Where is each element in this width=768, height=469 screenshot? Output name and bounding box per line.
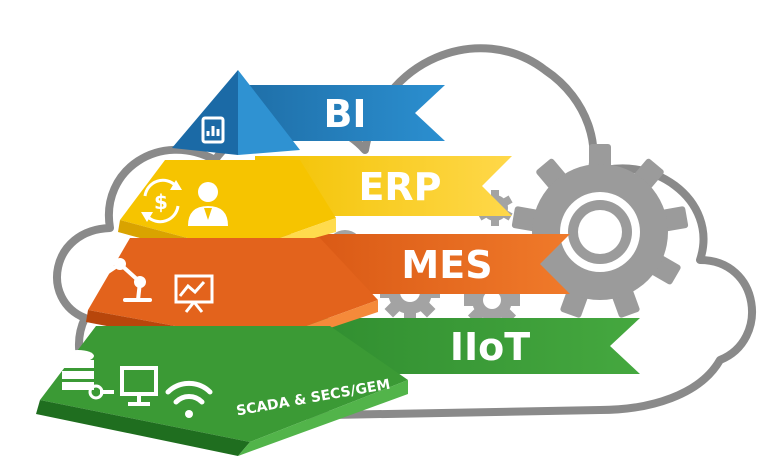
currency-cycle-icon: $ (141, 178, 182, 224)
pyramid-tier-bi (172, 70, 300, 155)
layer-label-mes: MES (401, 243, 492, 287)
gear-large-icon (511, 144, 689, 318)
monitor-icon (120, 366, 158, 406)
ribbon-bi (245, 85, 445, 141)
user-icon (188, 182, 228, 226)
wifi-icon (165, 380, 213, 418)
pyramid-tier-iiot: SCADA & SECS/GEM (36, 326, 408, 456)
chart-report-icon (201, 116, 225, 144)
layer-label-iiot: IIoT (450, 325, 530, 369)
svg-text:$: $ (154, 190, 168, 214)
presentation-chart-icon (174, 274, 214, 313)
robot-arm-icon (106, 258, 152, 302)
layer-label-erp: ERP (358, 165, 441, 209)
database-key-icon (62, 350, 114, 400)
cloud-outline (53, 44, 756, 422)
layer-label-bi: BI (323, 92, 366, 136)
